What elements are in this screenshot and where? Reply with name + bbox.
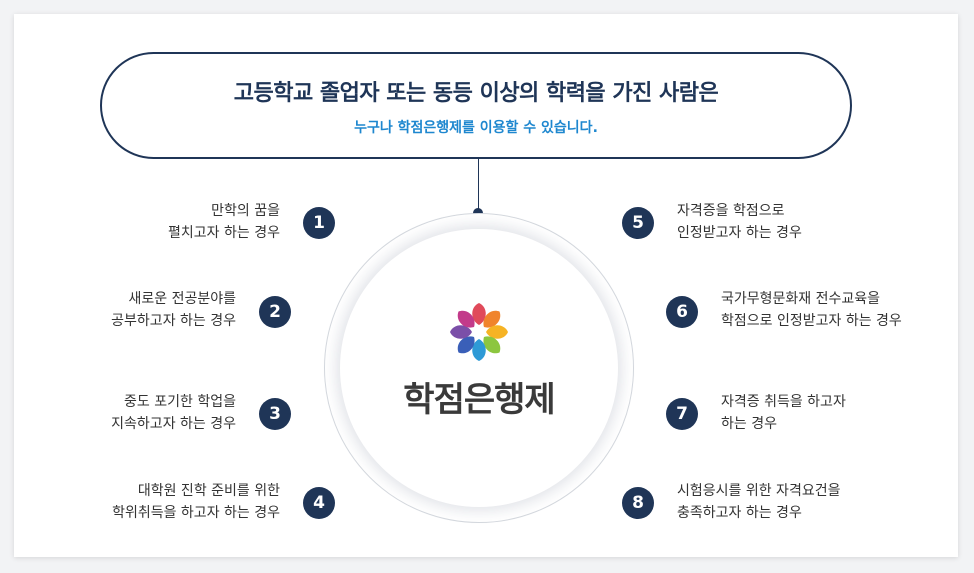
logo-petal bbox=[472, 303, 486, 325]
logo-petal bbox=[483, 336, 501, 354]
headline-banner: 고등학교 졸업자 또는 동등 이상의 학력을 가진 사람은 누구나 학점은행제를… bbox=[100, 52, 852, 159]
logo-petal bbox=[450, 325, 472, 339]
item-4-line2: 학위취득을 하고자 하는 경우 bbox=[112, 505, 280, 521]
number-badge-2: 2 bbox=[259, 296, 291, 328]
item-8-line2: 충족하고자 하는 경우 bbox=[677, 505, 802, 521]
item-5-line2: 인정받고자 하는 경우 bbox=[677, 225, 802, 241]
item-4-line1: 대학원 진학 준비를 위한 bbox=[137, 483, 280, 499]
logo-center bbox=[473, 326, 485, 338]
logo-petal bbox=[486, 325, 508, 339]
item-1-line1: 만학의 꿈을 bbox=[211, 203, 280, 219]
flower-logo-icon bbox=[450, 303, 508, 361]
item-5-line1: 자격증을 학점으로 bbox=[677, 203, 785, 219]
item-5-text: 자격증을 학점으로 인정받고자 하는 경우 bbox=[677, 200, 947, 244]
number-badge-6: 6 bbox=[666, 296, 698, 328]
item-1-text: 만학의 꿈을 펼치고자 하는 경우 bbox=[70, 200, 280, 244]
item-4-text: 대학원 진학 준비를 위한 학위취득을 하고자 하는 경우 bbox=[70, 480, 280, 524]
banner-subtitle: 누구나 학점은행제를 이용할 수 있습니다. bbox=[354, 120, 598, 136]
item-3-text: 중도 포기한 학업을 지속하고자 하는 경우 bbox=[26, 391, 236, 435]
connector-line bbox=[478, 159, 479, 212]
item-6-text: 국가무형문화재 전수교육을 학점으로 인정받고자 하는 경우 bbox=[721, 288, 974, 332]
item-6-line2: 학점으로 인정받고자 하는 경우 bbox=[721, 313, 902, 329]
logo-petal bbox=[457, 336, 475, 354]
number-badge-5: 5 bbox=[622, 207, 654, 239]
center-label: 학점은행제 bbox=[403, 380, 555, 420]
logo-petal bbox=[483, 310, 501, 328]
number-badge-3: 3 bbox=[259, 398, 291, 430]
number-badge-8: 8 bbox=[622, 487, 654, 519]
logo-petal bbox=[472, 339, 486, 361]
inner-circle bbox=[340, 229, 618, 507]
number-badge-4: 4 bbox=[303, 487, 335, 519]
item-3-line2: 지속하고자 하는 경우 bbox=[111, 416, 236, 432]
item-7-line2: 하는 경우 bbox=[721, 416, 777, 432]
number-badge-7: 7 bbox=[666, 398, 698, 430]
item-8-text: 시험응시를 위한 자격요건을 충족하고자 하는 경우 bbox=[677, 480, 947, 524]
item-2-line2: 공부하고자 하는 경우 bbox=[111, 313, 236, 329]
logo-petal bbox=[457, 310, 475, 328]
banner-title: 고등학교 졸업자 또는 동등 이상의 학력을 가진 사람은 bbox=[233, 81, 719, 106]
item-7-line1: 자격증 취득을 하고자 bbox=[721, 394, 846, 410]
item-8-line1: 시험응시를 위한 자격요건을 bbox=[677, 483, 841, 499]
item-1-line2: 펼치고자 하는 경우 bbox=[168, 225, 280, 241]
item-7-text: 자격증 취득을 하고자 하는 경우 bbox=[721, 391, 974, 435]
number-badge-1: 1 bbox=[303, 207, 335, 239]
item-2-text: 새로운 전공분야를 공부하고자 하는 경우 bbox=[26, 288, 236, 332]
item-3-line1: 중도 포기한 학업을 bbox=[124, 394, 236, 410]
item-2-line1: 새로운 전공분야를 bbox=[128, 291, 237, 307]
item-6-line1: 국가무형문화재 전수교육을 bbox=[721, 291, 881, 307]
